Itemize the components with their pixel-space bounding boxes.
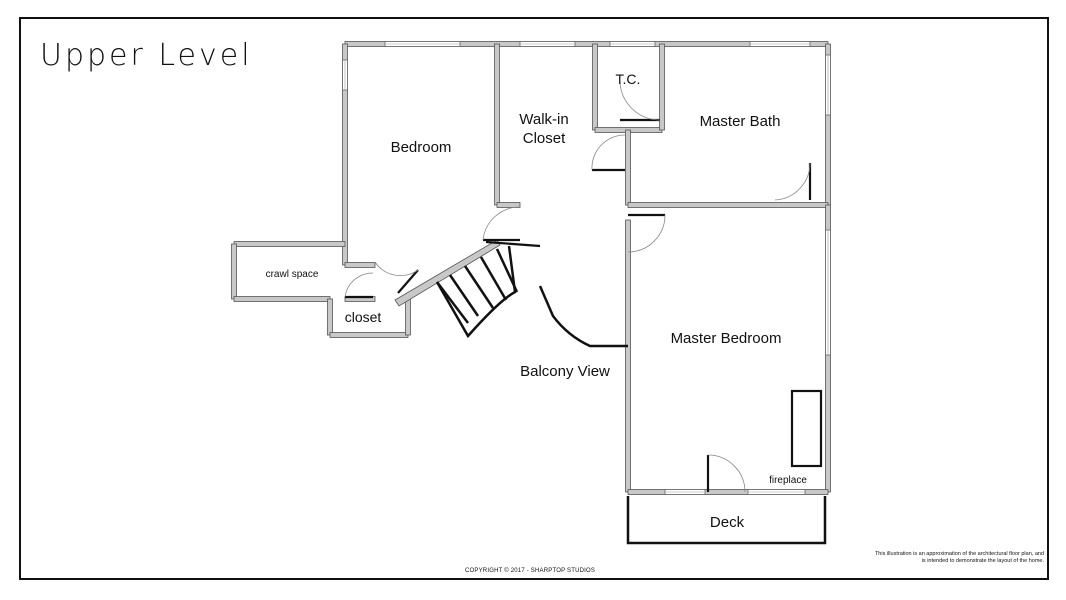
door-swing bbox=[707, 454, 746, 493]
details bbox=[626, 389, 827, 545]
room-label-master-bedroom: Master Bedroom bbox=[671, 330, 782, 347]
room-label-crawl-space: crawl space bbox=[266, 269, 319, 280]
stair-tread bbox=[463, 265, 495, 309]
wall-segment bbox=[233, 296, 331, 302]
room-label-closet: closet bbox=[345, 309, 382, 325]
wall-segment bbox=[233, 241, 346, 247]
door-swing bbox=[619, 81, 661, 121]
wall-segment bbox=[329, 332, 409, 338]
staircase bbox=[435, 240, 628, 348]
wall-segment bbox=[625, 129, 631, 206]
wall-segment bbox=[625, 219, 631, 493]
level-title: Upper Level bbox=[40, 38, 253, 73]
wall-segment bbox=[592, 43, 598, 131]
wall-segment bbox=[496, 202, 521, 208]
door-swing bbox=[374, 261, 419, 276]
room-label-tc: T.C. bbox=[616, 71, 641, 87]
deck-outline bbox=[626, 496, 827, 545]
stair-rail-top bbox=[485, 240, 541, 248]
door-leaf bbox=[397, 269, 419, 294]
stair-stringer bbox=[435, 245, 517, 339]
copyright-text: COPYRIGHT © 2017 - SHARPTOP STUDIOS bbox=[465, 568, 596, 574]
area-label-balcony-view: Balcony View bbox=[520, 363, 610, 380]
fireplace-hearth bbox=[790, 389, 823, 468]
stair-tread bbox=[448, 274, 480, 317]
walls bbox=[231, 41, 831, 495]
drawing-frame bbox=[19, 17, 1049, 580]
wall-segment bbox=[659, 43, 665, 131]
stair-wall bbox=[394, 239, 501, 307]
door-swing bbox=[482, 206, 521, 241]
room-label-bedroom: Bedroom bbox=[391, 139, 452, 156]
door-swing bbox=[774, 162, 811, 201]
wall-segment bbox=[327, 298, 333, 336]
door-swing bbox=[627, 214, 666, 253]
wall-segment bbox=[231, 243, 237, 300]
disclaimer-text: This illustration is an approximation of… bbox=[874, 551, 1044, 564]
door-swing bbox=[344, 272, 374, 298]
room-label-master-bath: Master Bath bbox=[700, 113, 781, 130]
wall-segment bbox=[494, 43, 500, 206]
balcony-railing bbox=[538, 285, 628, 348]
wall-segment bbox=[405, 296, 411, 336]
doors bbox=[344, 81, 812, 493]
wall-segment bbox=[627, 202, 829, 208]
label-fireplace: fireplace bbox=[769, 475, 807, 486]
stair-tread bbox=[479, 256, 508, 301]
door-swing bbox=[591, 134, 626, 171]
wall-segment bbox=[344, 262, 376, 268]
area-label-deck: Deck bbox=[710, 514, 745, 531]
wall-segment bbox=[627, 489, 829, 495]
windows bbox=[342, 41, 831, 495]
